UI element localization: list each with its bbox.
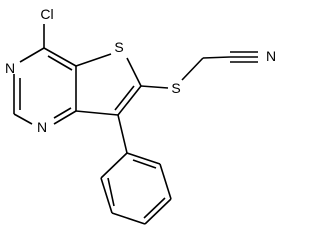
bond-s-ch2: [181, 57, 204, 81]
bond-c6-s-thioether: [140, 85, 169, 89]
chemical-structure-diagram: Cl N N S S N: [5, 6, 276, 225]
atom-n-bottom: N: [37, 119, 47, 135]
bond-c7-phenyl: [117, 114, 128, 154]
bond-c4-n3: [19, 47, 45, 63]
atom-n-top: N: [5, 60, 15, 76]
bond-c7-c7a: [75, 110, 119, 116]
bond-nitrile-triple: [230, 51, 258, 63]
bond-c6-c7-double: [114, 85, 142, 116]
atom-s-thioether: S: [171, 80, 180, 96]
atom-n-nitrile: N: [266, 48, 276, 64]
bond-c4a-s1: [75, 53, 112, 67]
bond-ch2-cn: [202, 56, 231, 59]
bond-c2-n1: [13, 113, 33, 125]
atom-cl: Cl: [40, 6, 53, 22]
bond-n1-c7a-double: [53, 107, 77, 125]
bond-c4-c4a-double: [43, 47, 77, 71]
atom-s-ring: S: [114, 39, 123, 55]
phenyl-ring-bonds: [100, 152, 172, 225]
bond-n3-c2-double: [13, 74, 21, 114]
bond-s1-c6: [126, 57, 142, 87]
